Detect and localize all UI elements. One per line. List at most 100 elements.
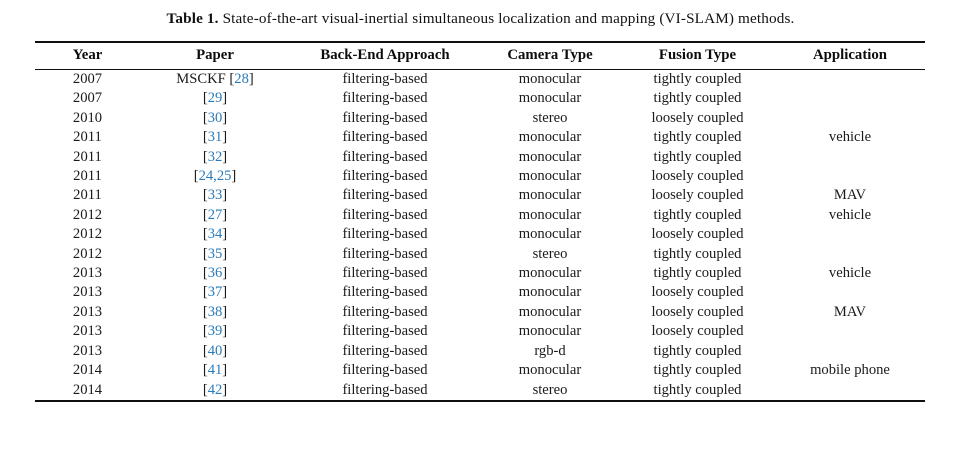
citation-link[interactable]: 27 xyxy=(207,206,223,223)
cell-paper: [27] xyxy=(140,206,290,225)
citation-link[interactable]: 35 xyxy=(207,245,223,262)
cell-fusion: tightly coupled xyxy=(653,90,742,107)
cell-fusion: tightly coupled xyxy=(653,206,742,223)
citation-bracket-close: ] xyxy=(222,265,228,282)
cell-backend: filtering-based xyxy=(342,90,428,107)
citation-bracket-open: [ xyxy=(202,342,208,359)
citation-bracket-open: [ xyxy=(202,323,208,340)
cell-paper: [31] xyxy=(140,128,290,147)
cell-application: MAV xyxy=(833,187,867,204)
cell-backend: filtering-based xyxy=(342,342,428,359)
citation-link[interactable]: 42 xyxy=(207,381,223,398)
cell-fusion: tightly coupled xyxy=(653,265,742,282)
column-header-application: Application xyxy=(813,47,887,63)
citation-link[interactable]: 34 xyxy=(207,226,223,243)
cell-fusion: tightly coupled xyxy=(653,245,742,262)
cell-fusion: loosely coupled xyxy=(651,226,744,243)
table-head: Year Paper Back-End Approach Camera Type… xyxy=(35,42,925,70)
cell-fusion: loosely coupled xyxy=(651,284,744,301)
cell-year: 2011 xyxy=(73,168,102,185)
citation-link[interactable]: 30 xyxy=(207,109,223,126)
citation-bracket-close: ] xyxy=(222,303,228,320)
citation-bracket-close: ] xyxy=(222,381,228,398)
cell-backend: filtering-based xyxy=(342,303,428,320)
citation-bracket-open: [ xyxy=(202,284,208,301)
cell-paper: [42] xyxy=(140,381,290,401)
paper-method-name: MSCKF xyxy=(176,71,230,87)
citation-link[interactable]: 28 xyxy=(234,71,249,87)
citation-link[interactable]: 29 xyxy=(207,90,223,107)
cell-year: 2011 xyxy=(73,187,102,204)
cell-backend: filtering-based xyxy=(342,129,428,146)
cell-camera: stereo xyxy=(532,109,568,126)
cell-fusion: loosely coupled xyxy=(651,187,744,204)
cell-camera: monocular xyxy=(518,323,582,340)
cell-paper: MSCKF [28] xyxy=(140,70,290,90)
cell-application xyxy=(775,342,925,361)
citation-bracket-open: [ xyxy=(202,381,208,398)
citation-link[interactable]: 36 xyxy=(207,265,223,282)
cell-year: 2007 xyxy=(72,71,103,87)
cell-camera: monocular xyxy=(518,284,582,301)
citation-link[interactable]: 37 xyxy=(207,284,223,301)
citation-bracket-close: ] xyxy=(222,245,228,262)
cell-camera: monocular xyxy=(518,265,582,282)
cell-camera: monocular xyxy=(518,187,582,204)
cell-backend: filtering-based xyxy=(342,109,428,126)
cell-paper: [29] xyxy=(140,89,290,108)
cell-year: 2013 xyxy=(72,342,103,359)
cell-application xyxy=(775,70,925,90)
cell-fusion: loosely coupled xyxy=(651,303,744,320)
citation-link[interactable]: 24,25 xyxy=(198,168,232,185)
cell-backend: filtering-based xyxy=(342,362,428,379)
cell-fusion: tightly coupled xyxy=(653,381,742,398)
cell-camera: rgb-d xyxy=(534,342,566,359)
cell-camera: monocular xyxy=(518,206,582,223)
cell-fusion: tightly coupled xyxy=(653,362,742,379)
cell-backend: filtering-based xyxy=(342,226,428,243)
cell-paper: [32] xyxy=(140,148,290,167)
citation-link[interactable]: 31 xyxy=(207,129,223,146)
citation-bracket-close: ] xyxy=(222,323,228,340)
cell-year: 2012 xyxy=(72,226,103,243)
citation-bracket-open: [ xyxy=(202,303,208,320)
citation-link[interactable]: 41 xyxy=(207,362,223,379)
cell-application xyxy=(775,89,925,108)
citation-link[interactable]: 40 xyxy=(207,342,223,359)
cell-camera: monocular xyxy=(518,148,582,165)
cell-camera: stereo xyxy=(532,381,568,398)
cell-camera: monocular xyxy=(518,129,582,146)
cell-backend: filtering-based xyxy=(342,381,428,398)
cell-application xyxy=(775,381,925,401)
cell-backend: filtering-based xyxy=(342,323,428,340)
citation-bracket-close: ] xyxy=(222,226,228,243)
cell-backend: filtering-based xyxy=(342,245,428,262)
citation-link[interactable]: 38 xyxy=(207,303,223,320)
citation-bracket-close: ] xyxy=(231,168,237,185)
cell-year: 2012 xyxy=(72,245,103,262)
cell-year: 2014 xyxy=(72,381,103,398)
citation-bracket-open: [ xyxy=(202,187,208,204)
cell-paper: [39] xyxy=(140,322,290,341)
cell-application xyxy=(775,109,925,128)
cell-fusion: tightly coupled xyxy=(653,342,742,359)
citation-bracket-close: ] xyxy=(222,148,228,165)
cell-paper: [24,25] xyxy=(140,167,290,186)
citation-bracket-open: [ xyxy=(193,168,199,185)
citation-link[interactable]: 39 xyxy=(207,323,223,340)
citation-bracket-close: ] xyxy=(222,284,228,301)
citation-link[interactable]: 33 xyxy=(207,187,223,204)
citation-bracket-close: ] xyxy=(222,129,228,146)
cell-year: 2013 xyxy=(72,265,103,282)
cell-fusion: tightly coupled xyxy=(653,129,742,146)
citation-link[interactable]: 32 xyxy=(207,148,223,165)
